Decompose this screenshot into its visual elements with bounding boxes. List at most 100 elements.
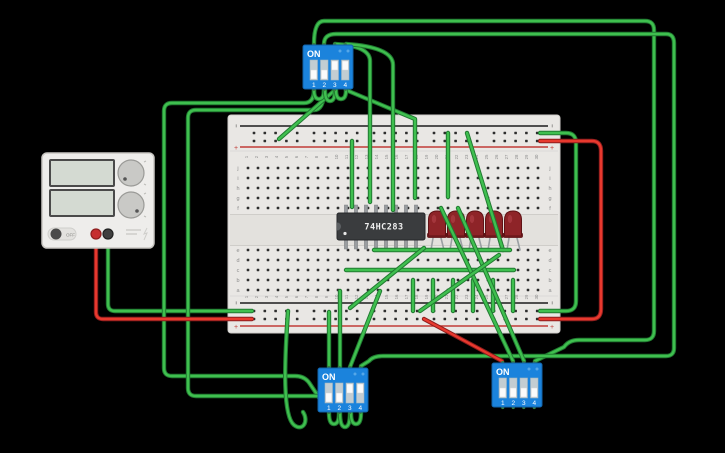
breadboard-hole [276, 288, 280, 292]
breadboard-hole [326, 206, 330, 210]
breadboard-hole [426, 288, 430, 292]
psu-knob-current[interactable] [117, 191, 145, 219]
psu-terminal-positive[interactable] [90, 228, 102, 240]
wire-green[interactable] [106, 234, 254, 313]
breadboard-hole [274, 131, 277, 135]
breadboard-hole [526, 186, 530, 190]
breadboard-hole [356, 288, 360, 292]
ic-label: 74HC283 [364, 223, 403, 233]
breadboard-hole [316, 258, 320, 262]
column-number-label: 4 [274, 155, 279, 158]
wire-green[interactable] [349, 411, 363, 426]
breadboard-hole [406, 278, 410, 282]
breadboard-hole [525, 139, 528, 143]
breadboard-hole [386, 258, 390, 262]
wire-green[interactable] [312, 19, 656, 363]
breadboard-hole [466, 176, 470, 180]
dip-slider[interactable] [510, 387, 517, 398]
dip-slider[interactable] [520, 387, 527, 398]
psu-terminal-negative[interactable] [102, 228, 114, 240]
breadboard-hole [406, 176, 410, 180]
column-number-label: 9 [324, 155, 329, 158]
breadboard-hole [496, 258, 500, 262]
dip-slider[interactable] [310, 69, 317, 80]
breadboard-hole [316, 268, 320, 272]
led-highlight [469, 215, 475, 223]
psu-knob-voltage[interactable] [117, 159, 145, 187]
wire-green[interactable] [465, 131, 505, 252]
breadboard-hole [405, 309, 408, 313]
dip-slider[interactable] [336, 392, 343, 403]
wire-red[interactable] [538, 139, 603, 321]
wire-green[interactable] [538, 131, 578, 313]
breadboard-hole [323, 309, 327, 313]
breadboard-hole [296, 186, 300, 190]
breadboard-hole [326, 258, 330, 262]
wire-green[interactable] [439, 206, 515, 363]
breadboard-hole [274, 317, 277, 321]
breadboard-hole [432, 139, 436, 143]
breadboard-hole [306, 176, 310, 180]
dip-slider[interactable] [357, 383, 364, 394]
row-letter-label: d [548, 258, 551, 264]
breadboard-hole [276, 186, 280, 190]
column-number-label: 12 [354, 294, 359, 299]
dip-slider[interactable] [331, 60, 338, 71]
wire-red[interactable] [422, 317, 504, 363]
dip-slider[interactable] [531, 387, 538, 398]
breadboard-hole [506, 196, 510, 200]
wire-green[interactable] [418, 253, 501, 313]
dip-pin-number: 3 [348, 405, 352, 412]
led[interactable] [503, 210, 523, 251]
breadboard-hole [256, 248, 260, 252]
breadboard-hole [526, 176, 530, 180]
breadboard-hole [456, 186, 460, 190]
psu-off-knob[interactable] [50, 228, 62, 240]
wire-green[interactable] [334, 88, 348, 101]
breadboard-hole [336, 248, 340, 252]
breadboard-hole [405, 139, 408, 143]
dip-slider[interactable] [499, 387, 506, 398]
wire-green[interactable] [322, 32, 676, 368]
column-number-label: 19 [424, 154, 429, 159]
wire-green[interactable] [456, 206, 526, 363]
dip-slider[interactable] [346, 383, 353, 394]
breadboard-hole [526, 166, 530, 170]
led-body[interactable] [504, 210, 522, 237]
breadboard-hole [405, 317, 408, 321]
breadboard-hole [396, 176, 400, 180]
breadboard-hole [416, 278, 420, 282]
row-letter-label: h [236, 186, 239, 192]
column-number-label: 17 [404, 294, 409, 299]
power-supply[interactable]: OFF [41, 152, 155, 249]
column-number-label: 3 [264, 155, 269, 158]
breadboard-hole [323, 131, 327, 135]
breadboard-hole [334, 139, 337, 143]
wire-green[interactable] [284, 309, 307, 429]
row-letter-label: f [549, 206, 551, 212]
wire-green[interactable] [162, 88, 326, 407]
breadboard-hole [432, 317, 436, 321]
dip-slider[interactable] [342, 60, 349, 71]
breadboard-hole [496, 186, 500, 190]
led-highlight [450, 215, 456, 223]
breadboard-hole [306, 206, 310, 210]
dip-slider[interactable] [325, 392, 332, 403]
column-number-label: 30 [534, 294, 539, 299]
breadboard-hole [416, 176, 420, 180]
breadboard-hole [266, 288, 270, 292]
wire-green[interactable] [348, 289, 382, 369]
column-number-label: 14 [374, 154, 379, 159]
wire-green[interactable] [344, 42, 395, 212]
ic-74hc283[interactable]: 74HC283 [336, 204, 426, 250]
breadboard-hole [506, 176, 510, 180]
breadboard-hole [316, 248, 320, 252]
breadboard-hole [246, 196, 250, 200]
wire-red[interactable] [94, 234, 254, 321]
wire-green[interactable] [348, 246, 426, 310]
dip-slider[interactable] [321, 69, 328, 80]
dip-pin-number: 1 [327, 405, 331, 412]
